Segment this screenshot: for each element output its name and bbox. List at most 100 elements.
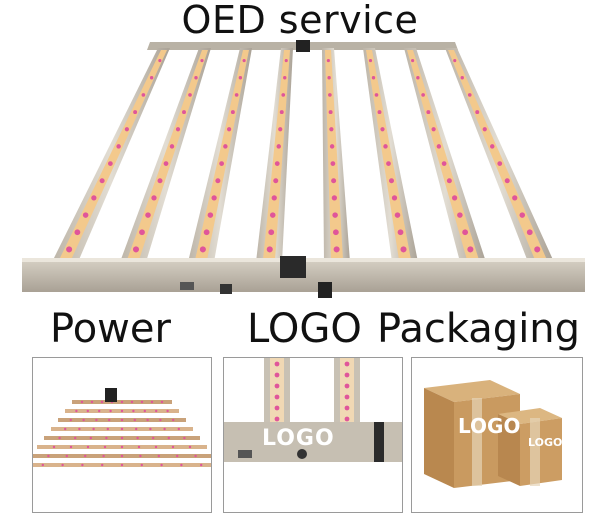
led-grow-light-fixture: [22, 40, 585, 298]
mini-led-diode: [163, 427, 166, 431]
mini-led-diode: [146, 418, 149, 422]
led-strip: [407, 50, 479, 260]
led-diode: [441, 161, 447, 166]
led-diode: [431, 127, 436, 132]
led-diode: [482, 127, 487, 132]
led-diode: [74, 229, 81, 236]
mini-led-diode: [109, 409, 112, 413]
led-diode: [278, 127, 283, 132]
mini-led-diode: [86, 409, 89, 413]
led-diode: [132, 246, 140, 253]
mini-led-diode: [200, 463, 203, 467]
led-diode: [99, 178, 105, 184]
led-diode: [374, 93, 379, 97]
led-diode: [453, 59, 457, 63]
led-strip: [59, 50, 167, 260]
led-diode: [200, 59, 204, 63]
mini-led-diode: [160, 400, 164, 404]
closeup-led-diode: [274, 383, 280, 389]
led-diode: [139, 229, 145, 236]
mini-led-diode: [172, 418, 175, 422]
packaging-photo-panel: LOGO LOGO: [411, 357, 583, 513]
led-diode: [188, 93, 192, 97]
mini-led-diode: [132, 409, 135, 413]
mini-led-diode: [78, 427, 81, 431]
mini-led-diode: [64, 427, 67, 431]
mini-led-diode: [101, 463, 104, 467]
led-diode: [133, 110, 138, 115]
box-logo-large: LOGO: [458, 414, 521, 438]
led-diode: [151, 195, 157, 201]
logo-closeup: [224, 358, 402, 462]
mini-led-diode: [61, 463, 64, 467]
led-diode: [519, 212, 526, 218]
mini-led-diode: [120, 445, 124, 449]
led-strip: [448, 50, 547, 260]
led-diode: [66, 246, 73, 253]
led-diode: [391, 195, 398, 201]
led-diode: [234, 93, 239, 97]
led-diode: [462, 229, 469, 236]
led-diode: [329, 127, 334, 132]
led-diode: [227, 127, 232, 132]
mini-led-diode: [136, 436, 139, 440]
led-diode: [82, 212, 89, 218]
mini-led-diode: [103, 445, 107, 449]
led-diode: [124, 127, 129, 132]
mini-led-diode: [102, 454, 105, 458]
led-diode: [207, 212, 214, 218]
mini-led-diode: [140, 463, 143, 467]
led-diode: [331, 195, 338, 201]
led-diode: [383, 144, 388, 149]
logo-photo-panel: LOGO: [223, 357, 403, 513]
led-diode: [371, 76, 376, 80]
led-diode: [451, 195, 458, 201]
mini-led-diode: [140, 400, 144, 404]
led-diode: [332, 212, 338, 218]
mini-led-diode: [180, 463, 183, 467]
mini-led-diode: [171, 445, 175, 449]
cardboard-boxes: [424, 380, 562, 488]
led-diode: [475, 110, 480, 115]
led-diode: [163, 161, 169, 166]
mini-led-diode: [177, 427, 180, 431]
mini-led-diode: [74, 436, 77, 440]
led-diode: [389, 178, 394, 184]
closeup-led-diode: [344, 394, 350, 400]
led-diode: [333, 246, 340, 253]
led-diode: [526, 229, 533, 236]
led-diode: [397, 229, 404, 236]
mini-led-diode: [58, 436, 61, 440]
mini-led-diode: [120, 418, 124, 422]
mini-led-diode: [133, 418, 136, 422]
top-hanger: [296, 40, 310, 52]
label-packaging: Packaging: [377, 306, 581, 352]
led-diode: [329, 144, 335, 149]
led-diode: [332, 229, 339, 236]
mini-led-diode: [143, 409, 146, 413]
led-diode: [274, 161, 280, 166]
mini-led-diode: [135, 427, 138, 431]
closeup-led-diode: [274, 416, 280, 422]
mini-led-diode: [137, 445, 141, 449]
led-diode: [328, 110, 333, 115]
mini-led-diode: [150, 400, 154, 404]
led-diode: [411, 59, 415, 63]
mini-led-diode: [86, 445, 90, 449]
led-diode: [284, 59, 288, 63]
mini-led-diode: [69, 445, 73, 449]
mini-led-diode: [149, 427, 152, 431]
mini-led-diode: [183, 436, 186, 440]
led-diode: [230, 110, 235, 115]
led-diode: [512, 195, 518, 201]
led-diode: [242, 59, 246, 63]
led-diode: [457, 212, 463, 218]
led-diode: [211, 195, 217, 201]
led-diode: [504, 178, 510, 184]
mini-led-diode: [155, 409, 158, 413]
closeup-led-diode: [344, 361, 350, 367]
mini-led-diode: [159, 418, 162, 422]
led-diode: [215, 178, 221, 184]
led-diode: [400, 246, 407, 253]
led-diode: [497, 161, 503, 166]
